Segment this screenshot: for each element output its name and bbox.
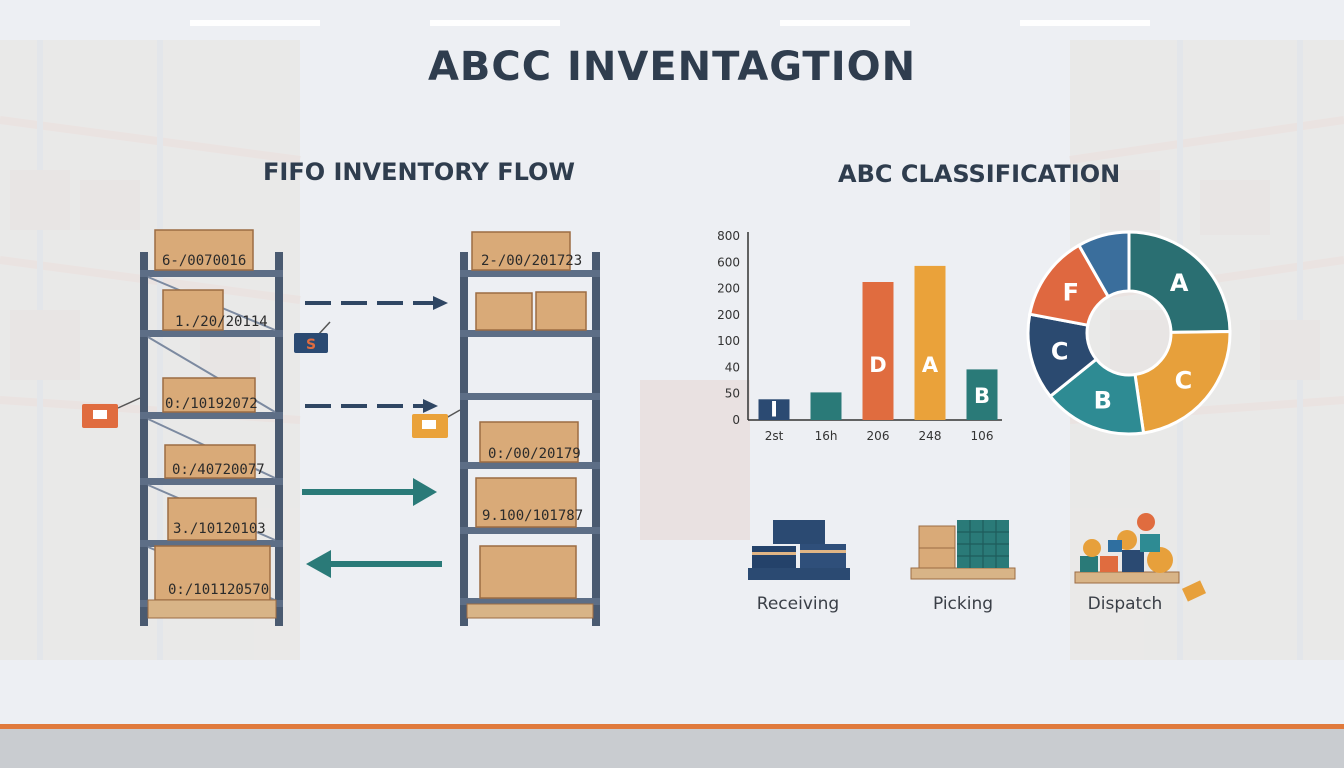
stage-receiving-label: Receiving: [756, 594, 840, 614]
tag-icon: [412, 409, 461, 438]
stage-dispatch-label: Dispatch: [1087, 594, 1163, 614]
tag-icon: S: [294, 321, 331, 353]
tag-icon: [82, 397, 141, 428]
x-tick-label: 206: [867, 429, 890, 443]
page-title: ABCC INVENTAGTION: [427, 44, 917, 90]
rack-label: 9.100/101787: [482, 508, 583, 524]
tag-label: S: [306, 337, 316, 353]
x-tick-label: 248: [919, 429, 942, 443]
left-rack: 6-/0070016 1./20/20114 0:/10192072 0:/40…: [140, 229, 283, 626]
x-tick-label: 16h: [815, 429, 838, 443]
bar: [862, 282, 894, 420]
parcels-icon: [1074, 513, 1207, 602]
bar: [810, 392, 842, 420]
rack-label: 1./20/20114: [175, 314, 268, 330]
donut-label: B: [1094, 387, 1112, 415]
x-tick-label: 2st: [765, 429, 784, 443]
bar-label: B: [974, 384, 990, 408]
y-tick-label: 600: [717, 255, 740, 269]
x-tick-label: 106: [971, 429, 994, 443]
donut-segment: [1133, 330, 1232, 435]
abc-section-title: ABC CLASSIFICATION: [838, 160, 1121, 188]
abc-bar-chart: 800 600 200 200 100 40 50 0 I D A B 2st 16h 206 248 10…: [717, 229, 1002, 443]
rack-label: 0:/00/20179: [488, 446, 581, 462]
stage-picking-label: Picking: [932, 594, 994, 614]
y-tick-label: 0: [732, 413, 740, 427]
donut-label: A: [1170, 269, 1189, 297]
fifo-section-title: FIFO INVENTORY FLOW: [263, 158, 575, 186]
rack-label: 0:/10192072: [165, 396, 258, 412]
donut-label: C: [1051, 337, 1069, 365]
y-tick-label: 200: [717, 308, 740, 322]
bar-label: A: [922, 353, 939, 377]
bar: [966, 369, 998, 420]
donut-label: C: [1175, 366, 1193, 394]
donut-label: F: [1063, 278, 1079, 306]
y-tick-label: 40: [725, 360, 740, 374]
rack-label: 3./10120103: [173, 521, 266, 537]
y-tick-label: 100: [717, 334, 740, 348]
donut-segment: [1127, 230, 1232, 334]
bar-label: D: [869, 353, 886, 377]
pallet-icon: [748, 520, 850, 580]
donut-segment: [1076, 230, 1131, 299]
y-tick-label: 200: [717, 282, 740, 296]
rack-label: 0:/101120570: [168, 582, 269, 598]
bar: [914, 265, 946, 420]
y-tick-label: 800: [717, 229, 740, 243]
fifo-arrows: [302, 296, 448, 578]
bar: [758, 399, 790, 420]
rack-label: 0:/40720077: [172, 462, 265, 478]
bar-label: I: [770, 398, 778, 422]
rack-label: 2-/00/201723: [481, 253, 582, 269]
y-tick-label: 50: [725, 387, 740, 401]
boxes-icon: [910, 520, 1016, 580]
rack-label: 6-/0070016: [162, 253, 246, 269]
right-rack: 2-/00/201723 0:/00/20179 9.100/101787: [460, 231, 600, 626]
